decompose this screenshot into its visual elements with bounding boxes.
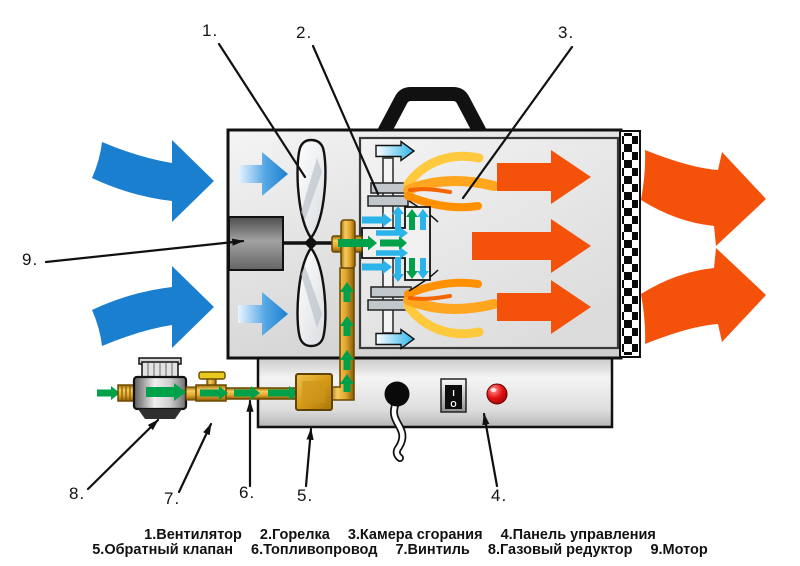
gas-arrow-to-burner <box>338 235 377 251</box>
regulator-flange <box>138 409 182 419</box>
box-arrow-green-up <box>406 209 418 230</box>
callout-lines <box>44 42 574 494</box>
gas-regulator <box>132 357 197 419</box>
carry-handle <box>376 87 488 138</box>
fan <box>296 138 327 348</box>
flame-bottom <box>403 278 499 339</box>
callout-label-7: 7. <box>164 489 181 508</box>
cold-air-arrow-bottom <box>92 266 214 348</box>
air-arrow-left-upper <box>362 213 392 227</box>
gas-entry-arrow <box>97 386 120 400</box>
valve-flow-arrow <box>200 386 228 400</box>
power-knob <box>384 381 410 407</box>
callout-label-9: 9. <box>22 250 39 269</box>
burner <box>361 140 499 350</box>
hot-air-exit-arrow-bottom <box>641 248 766 344</box>
fuel-line-vertical <box>329 219 377 401</box>
callout-line-3 <box>461 45 574 200</box>
gas-train <box>97 357 333 419</box>
switch-on-label: I <box>452 388 454 398</box>
tube-arrow-cyan-down <box>392 257 404 282</box>
hot-air-arrow-top <box>497 150 591 204</box>
mix-arrow-green-center <box>380 236 407 250</box>
fan-blade-bottom-sheen <box>301 266 322 328</box>
legend-item-check-valve: 5.Обратный клапан <box>92 541 233 558</box>
callout-label-8: 8. <box>69 484 86 503</box>
legend-item-control-panel: 4.Панель управления <box>500 527 656 543</box>
legend-item-combustion-chamber: 3.Камера сгорания <box>347 527 483 543</box>
outlet-grille <box>619 130 641 358</box>
intake-arrow-bottom <box>238 292 288 336</box>
check-valve <box>295 373 333 411</box>
gas-arrows-up <box>340 282 354 392</box>
box-arrow-green-down <box>406 258 418 279</box>
box-arrow-cyan-up <box>417 209 429 230</box>
cyan-arrow-top <box>375 140 416 162</box>
flame-top <box>403 151 499 212</box>
pipe-flow-arrows <box>234 386 300 400</box>
power-cord-inner <box>391 400 405 461</box>
hot-air-arrows <box>472 150 591 334</box>
callout-line-8 <box>86 418 160 491</box>
fan-blade-top-sheen <box>301 158 322 220</box>
callout-label-6: 6. <box>239 483 256 502</box>
check-valve-core <box>302 381 325 403</box>
hot-air-arrow-middle <box>472 219 591 273</box>
burner-nozzle-top-2 <box>367 195 409 207</box>
hot-air-arrow-bottom <box>497 280 591 334</box>
callout-line-2 <box>311 44 380 196</box>
tube-arrow-cyan-up <box>392 206 404 231</box>
regulator-flow-arrow <box>146 383 186 401</box>
legend-item-fuel-line: 6.Топливопровод <box>251 541 378 558</box>
legend-line-1: 1.Вентилятор 2.Горелка 3.Камера сгорания… <box>0 528 800 543</box>
gas-valve <box>195 371 228 402</box>
cold-air-arrow-top <box>92 140 214 222</box>
callout-line-1 <box>217 42 307 179</box>
callout-label-1: 1. <box>202 21 219 40</box>
gas-entry-fitting <box>117 384 135 402</box>
callout-line-5 <box>304 427 314 488</box>
control-panel: I O <box>384 378 508 462</box>
box-arrow-cyan-down <box>417 258 429 279</box>
regulator-out-fitting <box>185 386 197 401</box>
valve-handle <box>198 371 226 380</box>
mix-arrow-cyan-lower <box>376 247 408 259</box>
hot-air-exit-arrow-top <box>641 150 766 246</box>
intake-flow-arrows <box>238 152 288 336</box>
legend-item-valve: 7.Винтиль <box>395 541 470 558</box>
legend: 1.Вентилятор 2.Горелка 3.Камера сгорания… <box>0 528 800 557</box>
callout-line-9 <box>44 238 245 264</box>
power-switch-rocker <box>445 385 462 409</box>
cyan-arrow-bottom <box>375 328 416 350</box>
hot-air-exit-arrows <box>641 150 766 344</box>
burner-nozzle-bottom-2 <box>367 299 409 311</box>
legend-item-motor: 9.Мотор <box>650 541 708 558</box>
indicator-button <box>486 383 508 405</box>
motor <box>228 216 284 271</box>
callout-label-4: 4. <box>491 486 508 505</box>
callout-label-5: 5. <box>297 486 314 505</box>
legend-item-burner: 2.Горелка <box>259 527 330 543</box>
switch-off-label: O <box>450 400 456 409</box>
intake-arrow-top <box>238 152 288 196</box>
cold-air-intake-arrows <box>92 140 214 348</box>
callout-label-3: 3. <box>558 23 575 42</box>
fan-hub <box>304 236 318 250</box>
callout-line-4 <box>482 412 499 488</box>
callout-line-7 <box>177 422 213 494</box>
legend-item-gas-regulator: 8.Газовый редуктор <box>487 541 633 558</box>
air-arrow-left-lower <box>362 260 392 274</box>
indicator-button-highlight <box>490 388 497 392</box>
legend-item-fan: 1.Вентилятор <box>144 527 242 543</box>
callout-label-2: 2. <box>296 23 313 42</box>
burner-flow-arrows <box>362 140 429 350</box>
legend-line-2: 5.Обратный клапан 6.Топливопровод 7.Винт… <box>0 541 800 558</box>
